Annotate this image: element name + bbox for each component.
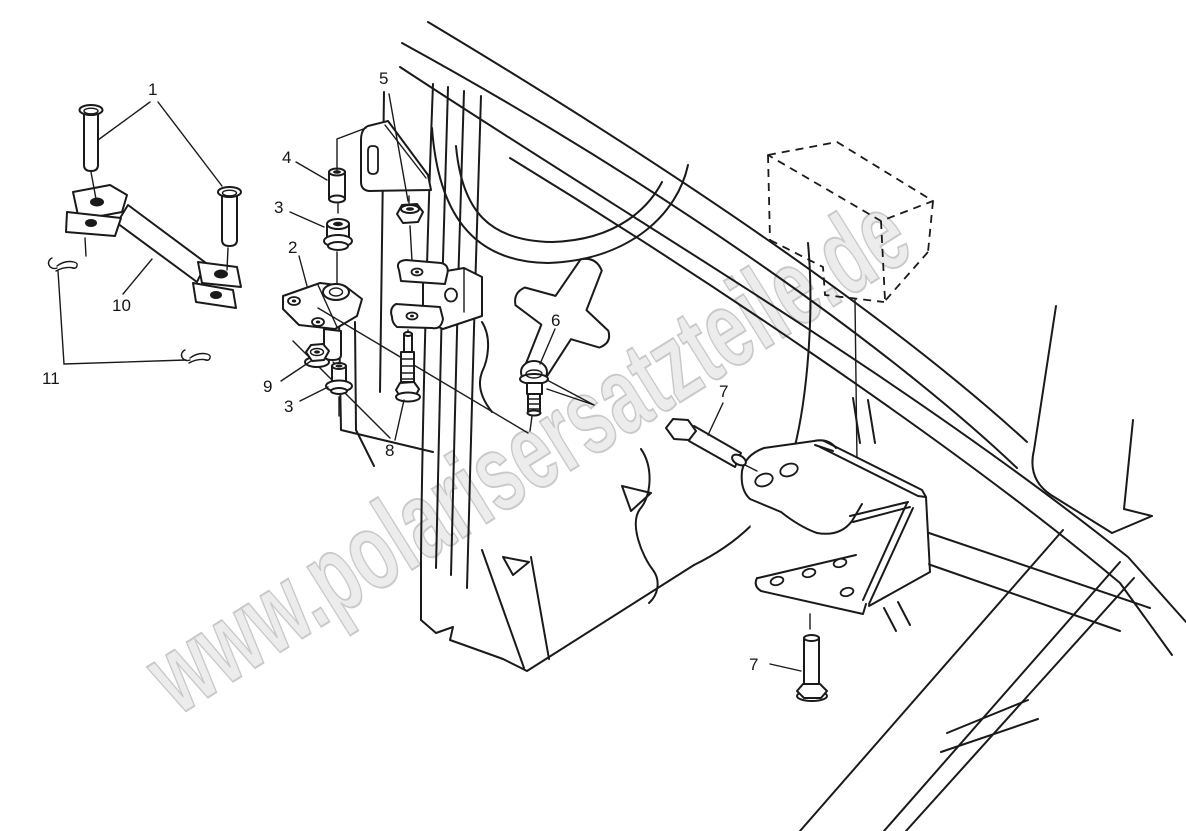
support-bracket [740,439,931,615]
rail-sw-2 [883,561,1121,831]
frame-tube-upper-2 [401,42,1018,469]
cotter-pin-a [47,257,78,272]
callout-1: 1 [148,80,158,99]
ball-joint-pointer [546,379,595,406]
callout-6: 6 [551,311,561,330]
ball-joint-6 [519,360,595,432]
cotter-pin-b [180,349,211,364]
leader-10 [122,258,153,295]
callout-7-lower: 7 [749,655,759,674]
link-bar [116,204,207,283]
panel-wrinkle [634,448,659,604]
frame-arc-inner [455,145,663,243]
leader-2 [298,255,308,287]
rail-se-1 [928,532,1151,609]
right-panel [1031,305,1113,534]
leader-1a [97,101,151,141]
callout-4: 4 [282,148,292,167]
phantom-box-axis [854,299,858,463]
phantom-box [767,141,934,303]
frame-arc-outer [431,127,689,264]
rail-se-2 [924,562,1121,632]
callout-11: 11 [42,369,60,388]
bolt-7-lower [796,613,828,702]
cross-cutout [514,257,611,380]
leader-11 [57,270,187,365]
leader-7-upper [707,402,724,436]
drag-link [65,184,242,309]
lock-nut-5 [396,195,424,262]
frame-tube-lower [399,66,1186,623]
leader-3-upper [289,211,325,228]
callout-3-upper: 3 [274,198,284,217]
callout-8: 8 [385,441,395,460]
leader-3-lower [299,386,329,402]
callout-9: 9 [263,377,273,396]
triangle-hole-1 [621,485,652,512]
leader-7-lower [769,663,802,672]
bushing-3-upper [323,218,353,284]
rail-crossbar [940,699,1039,753]
leader-lines [57,93,802,672]
panel-rib [481,549,550,669]
rail-sw-1 [799,529,1064,831]
leader-5 [388,93,409,202]
clevis-pin-b [217,186,242,271]
triangle-hole-2 [502,556,530,576]
callout-3-lower: 3 [284,397,294,416]
leader-1b [157,101,223,187]
panel-bottom-edge [420,564,695,672]
frame-assembly [338,21,1186,831]
flange-nut-9 [304,343,330,368]
bushing-3-lower [325,362,353,417]
leader-4 [295,161,328,181]
bolt-8 [395,331,421,403]
callout-5: 5 [379,69,389,88]
rail-sw-3 [905,577,1135,831]
callout-7-upper: 7 [719,382,729,401]
clevis-pin-a [78,104,104,257]
leader-8 [394,399,405,441]
mount-plate-leader-a [317,307,529,434]
bolt-7-upper [665,418,758,472]
callout-10: 10 [112,296,131,315]
bracket-strap-5 [360,120,432,192]
leader-9 [280,360,312,382]
leader-6 [539,328,556,365]
callout-2: 2 [288,238,298,257]
spacer-4 [328,127,367,214]
pivot-clevis-bracket [390,259,483,335]
frame-tube-upper [427,21,1028,443]
